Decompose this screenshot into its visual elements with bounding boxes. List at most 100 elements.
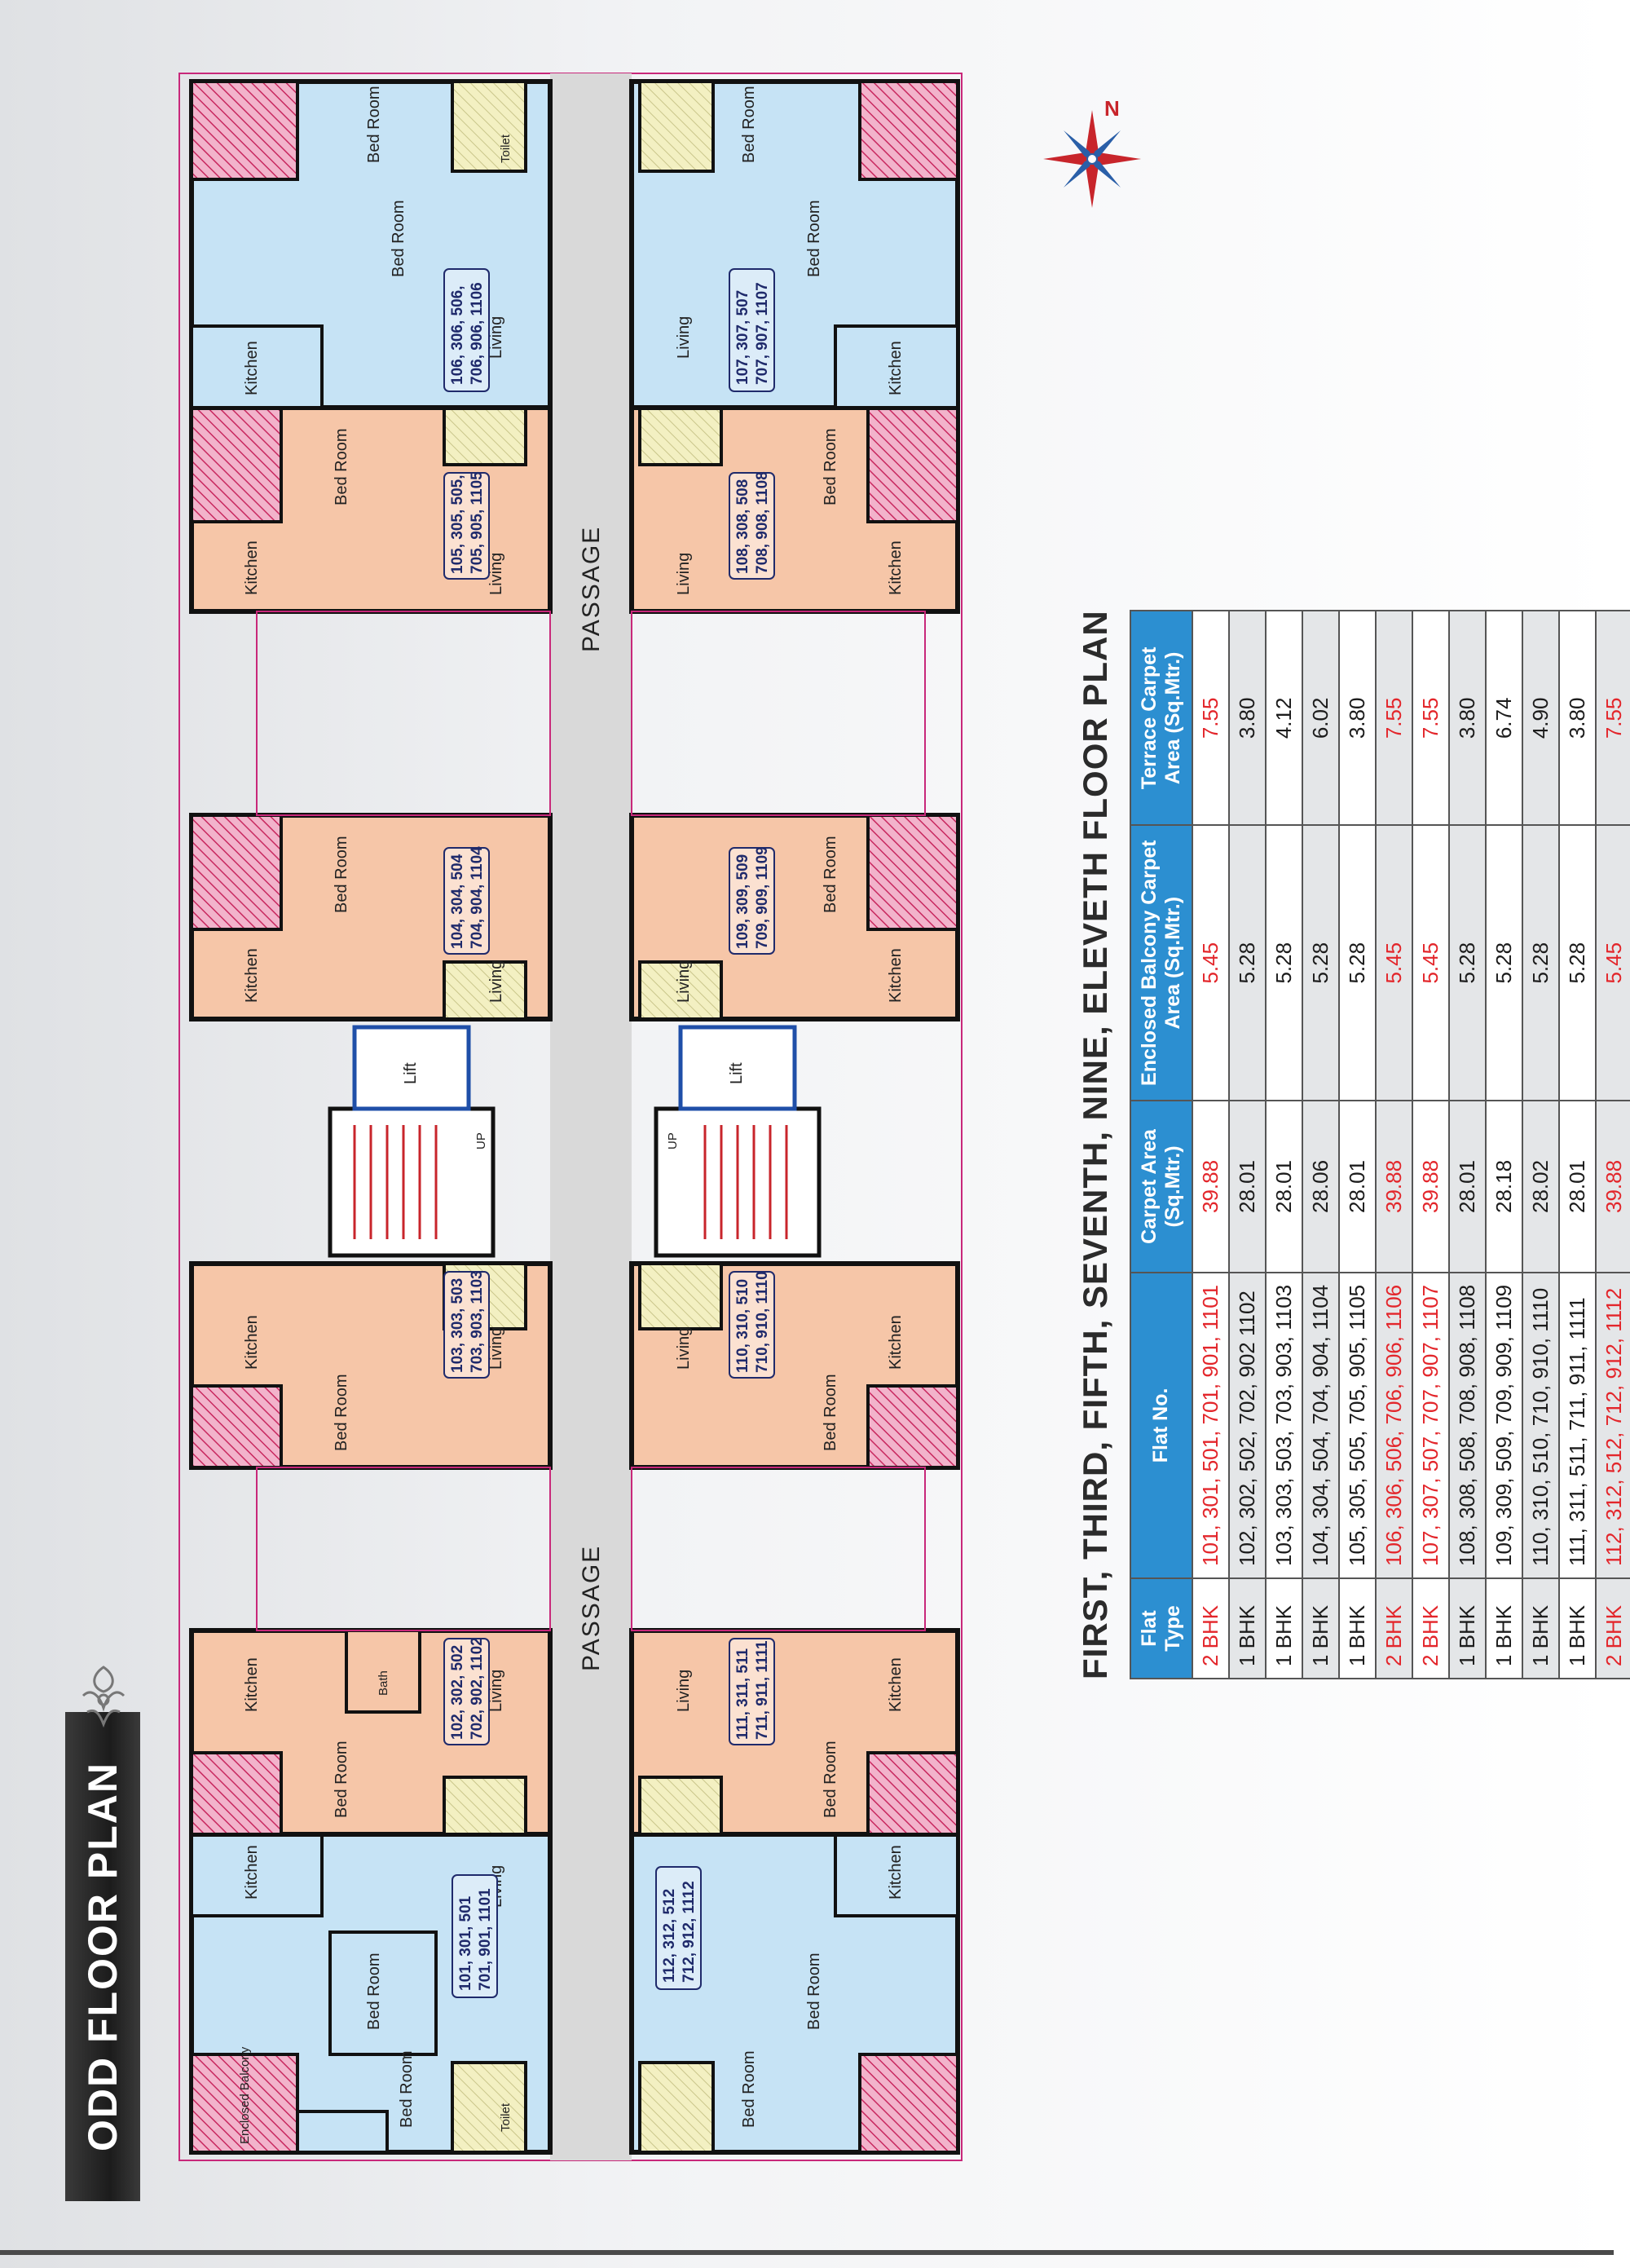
kitchen-label: Kitchen [243,1845,261,1900]
kitchen-label: Kitchen [243,948,261,1003]
kitchen-label: Kitchen [243,1315,261,1370]
bath-label: Bath [377,1670,390,1696]
cell-balcony-area: 5.28 [1522,825,1559,1101]
flat-105: Bed Room Kitchen Living 105, 305, 505, 7… [189,405,553,614]
living-label: Living [675,1327,693,1370]
cell-balcony-area: 5.45 [1412,825,1449,1101]
passage-label-right: PASSAGE [578,526,605,652]
cell-terrace-area: 6.02 [1302,611,1339,826]
flat-number-line2: 711, 911, 1111 [754,1640,771,1740]
flat-number-line1: 103, 303, 503 [449,1278,466,1373]
bed-room-label: Bed Room [805,201,823,278]
cell-terrace-area: 6.74 [1485,611,1522,826]
cell-flat-type: 1 BHK [1448,1577,1486,1679]
flat-number-line1: 111, 311, 511 [734,1648,751,1740]
bed-room-label: Bed Room [822,836,839,914]
flat-number-line2: 701, 901, 1101 [477,1888,494,1991]
cell-terrace-area: 3.80 [1338,611,1376,826]
header-balcony-area: Enclosed Balcony Carpet Area (Sq.Mtr.) [1130,825,1192,1101]
cell-flat-type: 1 BHK [1485,1577,1522,1679]
cell-flat-type: 1 BHK [1302,1577,1339,1679]
flat-number-line2: 703, 903, 1103 [469,1270,486,1373]
flat-107: Bed Room Bed Room Kitchen Living 107, 30… [629,79,960,410]
living-label: Living [675,960,693,1003]
flat-number-line2: 708, 908, 1108 [754,471,771,574]
bed-room-label: Bed Room [333,1741,350,1819]
cell-flat-type: 1 BHK [1228,1577,1266,1679]
stair-up-label: UP [666,1132,680,1149]
living-label: Living [675,316,693,359]
cell-balcony-area: 5.28 [1302,825,1339,1101]
header-carpet-area: Carpet Area (Sq.Mtr.) [1130,1101,1192,1273]
cell-balcony-area: 5.45 [1375,825,1412,1101]
cell-flat-no: 110, 310, 510, 710, 910, 1110 [1522,1272,1559,1578]
stair-up-label: UP [474,1132,488,1149]
kitchen-label: Kitchen [887,1657,905,1712]
bed-room-label: Bed Room [805,1953,823,2031]
header-flat-no: Flat No. [1130,1272,1192,1578]
cell-terrace-area: 3.80 [1558,611,1596,826]
cell-carpet-area: 28.01 [1558,1101,1596,1273]
cell-balcony-area: 5.28 [1558,825,1596,1101]
flat-108: Bed Room Kitchen Living 108, 308, 508 70… [629,405,960,614]
compass-label: N [1104,98,1120,121]
ornament-icon [82,1666,126,1728]
kitchen-label: Kitchen [887,1845,905,1900]
cell-flat-type: 1 BHK [1522,1577,1559,1679]
kitchen-label: Kitchen [887,1315,905,1370]
kitchen-label: Kitchen [243,1657,261,1712]
cell-terrace-area: 7.55 [1595,611,1630,826]
cell-terrace-area: 4.90 [1522,611,1559,826]
cell-carpet-area: 28.18 [1485,1101,1522,1273]
kitchen-label: Kitchen [887,341,905,395]
banner-title: ODD FLOOR PLAN [80,1762,126,2151]
cell-balcony-area: 5.28 [1448,825,1486,1101]
cell-flat-no: 107, 307, 507, 707, 907, 1107 [1412,1272,1449,1578]
toilet-label: Toilet [499,2103,513,2132]
flat-101: Bed Room Bed Room Toilet Enclosed Balcon… [189,1832,553,2155]
flat-number-line1: 110, 310, 510 [734,1279,751,1373]
header-terrace-area: Terrace Carpet Area (Sq.Mtr.) [1130,611,1192,826]
flat-number-line2: 712, 912, 1112 [681,1881,698,1983]
table-header-row: Flat Type Flat No. Carpet Area (Sq.Mtr.)… [1130,611,1192,1679]
cell-carpet-area: 28.01 [1228,1101,1266,1273]
flat-number-line1: 105, 305, 505, [449,475,466,575]
floor-plan: PASSAGE PASSAGE Bed Room Bed Room Toilet… [167,41,982,2201]
cell-carpet-area: 28.01 [1448,1101,1486,1273]
living-label: Living [487,960,505,1003]
bed-room-label: Bed Room [740,86,758,164]
flat-number-line2: 710, 910, 1110 [754,1271,771,1373]
cell-terrace-area: 3.80 [1448,611,1486,826]
table-title: FIRST, THIRD, FIFTH, SEVENTH, NINE, ELEV… [1076,610,1114,1679]
flat-number-line1: 106, 306, 506, [449,286,466,386]
bed-room-label: Bed Room [822,1374,839,1452]
area-table: Flat Type Flat No. Carpet Area (Sq.Mtr.)… [1130,610,1630,1679]
cell-balcony-area: 5.45 [1192,825,1229,1101]
cell-flat-type: 2 BHK [1412,1577,1449,1679]
cell-flat-no: 105, 305, 505, 705, 905, 1105 [1338,1272,1376,1578]
living-label: Living [675,553,693,595]
area-table-panel: FIRST, THIRD, FIFTH, SEVENTH, NINE, ELEV… [1076,610,1630,1679]
bed-room-label: Bed Room [398,2051,416,2129]
cell-terrace-area: 7.55 [1192,611,1229,826]
title-banner [65,1712,140,2201]
cell-terrace-area: 3.80 [1228,611,1266,826]
cell-balcony-area: 5.28 [1228,825,1266,1101]
bed-room-label: Bed Room [333,429,350,506]
living-label: Living [487,1327,505,1370]
flat-number-line1: 101, 301, 501 [457,1895,474,1991]
bed-room-label: Bed Room [333,1374,350,1452]
flat-104: Bed Room Kitchen Living 104, 304, 504 70… [189,813,553,1021]
cell-flat-type: 1 BHK [1338,1577,1376,1679]
cell-flat-type: 2 BHK [1192,1577,1229,1679]
header-flat-type: Flat Type [1130,1577,1192,1679]
bed-room-label: Bed Room [333,836,350,914]
cell-carpet-area: 28.06 [1302,1101,1339,1273]
cell-flat-no: 104, 304, 504, 704, 904, 1104 [1302,1272,1339,1578]
cell-flat-no: 108, 308, 508, 708, 908, 1108 [1448,1272,1486,1578]
flat-number-line2: 705, 905, 1105 [469,471,486,574]
